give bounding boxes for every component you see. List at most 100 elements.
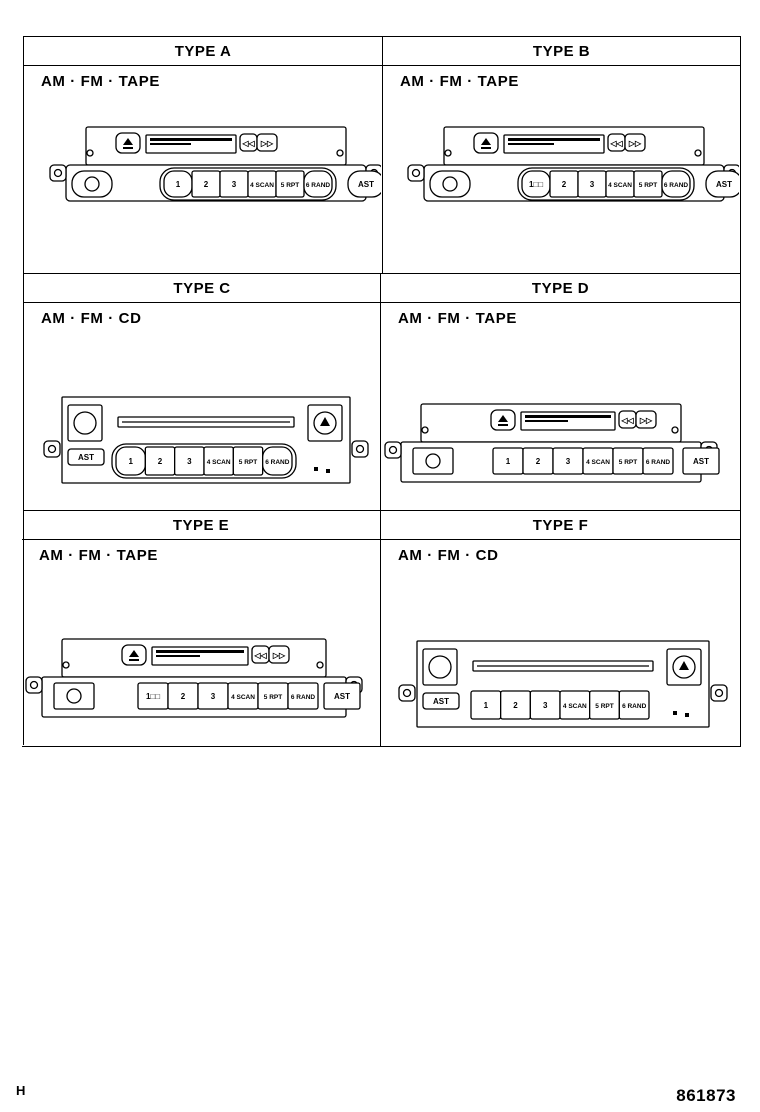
ast-button-label: AST — [716, 180, 732, 189]
preset-button-3-label: 3 — [232, 180, 237, 189]
preset-button-1-label: 1□□ — [529, 180, 543, 189]
preset-button-6 — [618, 690, 650, 720]
eject-icon-bar — [498, 424, 508, 426]
preset-button-4-label: 4 SCAN — [207, 459, 231, 466]
ast-button-label: AST — [693, 457, 709, 466]
rewind-icon: ◁◁ — [241, 139, 255, 148]
preset-button-6-label: 6 RAND — [265, 459, 290, 466]
types-grid: TYPE A AM · FM · TAPE ◁◁ ▷▷ 1 2 3 4 SCAN 5 RPT… — [22, 36, 741, 747]
preset-button-2-label: 2 — [513, 701, 518, 710]
preset-button-5-label: 5 RPT — [595, 703, 613, 710]
type-d-label: AM · FM · TAPE — [398, 310, 517, 327]
ast-button-label: AST — [358, 180, 374, 189]
tape-door-print — [150, 138, 232, 141]
rewind-icon: ◁◁ — [620, 416, 634, 425]
tape-door-print — [150, 143, 191, 145]
tape-door-print — [525, 415, 611, 418]
type-e-header: TYPE E — [22, 511, 380, 540]
screw — [336, 149, 344, 157]
type-a-label: AM · FM · TAPE — [41, 73, 160, 90]
preset-button-5-label: 5 RPT — [239, 459, 257, 466]
left-hole — [388, 445, 398, 455]
eject-icon — [481, 138, 491, 145]
left-hole — [402, 688, 412, 698]
preset-button-3-label: 3 — [566, 457, 571, 466]
power-volume-knob — [425, 453, 441, 469]
preset-button-6-label: 6 RAND — [646, 459, 671, 466]
preset-button-1-label: 1□□ — [146, 692, 160, 701]
tape-door-print — [525, 420, 568, 422]
type-a-header: TYPE A — [24, 37, 382, 66]
preset-button-2-label: 2 — [562, 180, 567, 189]
screw — [694, 149, 702, 157]
eject-icon — [129, 650, 139, 657]
fast-forward-icon: ▷▷ — [260, 139, 274, 148]
type-e-label: AM · FM · TAPE — [39, 547, 158, 564]
preset-button-2-label: 2 — [181, 692, 186, 701]
preset-button-4-label: 4 SCAN — [586, 459, 610, 466]
eject-icon — [498, 415, 508, 422]
type-b-label: AM · FM · TAPE — [400, 73, 519, 90]
type-b-header: TYPE B — [383, 37, 740, 66]
ast-button — [347, 170, 381, 198]
rewind-icon: ◁◁ — [253, 651, 267, 660]
eject-icon-bar — [129, 659, 139, 661]
preset-button-5-label: 5 RPT — [619, 459, 637, 466]
screw — [86, 149, 94, 157]
right-hole — [714, 688, 724, 698]
fast-forward-button — [256, 133, 278, 152]
ast-button — [682, 447, 720, 475]
screw — [444, 149, 452, 157]
type-f-radio-drawing: AST 1 2 3 4 SCAN 5 RPT 6 RAND — [398, 640, 728, 728]
fast-forward-icon: ▷▷ — [272, 651, 286, 660]
type-c-header: TYPE C — [24, 274, 380, 303]
preset-button-5-label: 5 RPT — [281, 182, 299, 189]
power-volume-knob — [66, 688, 82, 704]
fast-forward-button — [635, 410, 657, 429]
left-hole — [53, 168, 63, 178]
eject-icon — [679, 661, 689, 670]
preset-button-2-label: 2 — [536, 457, 541, 466]
screw — [671, 426, 679, 434]
preset-button-6-label: 6 RAND — [622, 703, 647, 710]
tape-door-print — [508, 138, 600, 141]
preset-button-4-label: 4 SCAN — [563, 703, 587, 710]
preset-button-6 — [303, 170, 333, 198]
preset-button-1-label: 1 — [176, 180, 181, 189]
left-hole — [29, 680, 39, 690]
preset-button-6 — [262, 446, 293, 476]
eject-icon-bar — [481, 147, 491, 149]
screw — [421, 426, 429, 434]
indicator — [673, 711, 677, 715]
power-volume-knob — [73, 411, 97, 435]
fast-forward-icon: ▷▷ — [628, 139, 642, 148]
preset-button-6 — [661, 170, 691, 198]
preset-button-6 — [287, 682, 319, 710]
preset-button-2-label: 2 — [158, 457, 163, 466]
ast-button-label: AST — [334, 692, 350, 701]
preset-button-1-label: 1 — [128, 457, 133, 466]
power-volume-knob — [84, 176, 100, 192]
ast-button — [705, 170, 739, 198]
screw — [316, 661, 324, 669]
ast-button-label: AST — [433, 697, 449, 706]
preset-button-6-label: 6 RAND — [306, 182, 331, 189]
type-d-header: TYPE D — [381, 274, 740, 303]
footer-left-code: H — [16, 1083, 26, 1098]
tape-door-print — [156, 655, 200, 657]
preset-button-1-label: 1 — [484, 701, 489, 710]
preset-button-3-label: 3 — [543, 701, 548, 710]
fast-forward-icon: ▷▷ — [639, 416, 653, 425]
indicator — [314, 467, 318, 471]
tape-door-print — [508, 143, 554, 145]
footer-figure-number: 861873 — [676, 1086, 736, 1105]
ast-button — [323, 682, 361, 710]
